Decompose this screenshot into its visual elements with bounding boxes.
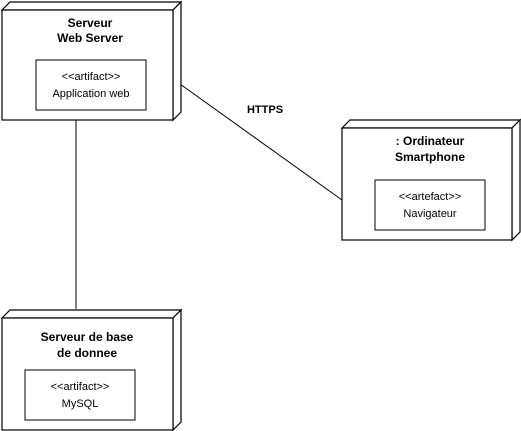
artifact-navigateur-box: [374, 179, 486, 231]
node-web-server-title-line2: Web Server: [57, 31, 123, 45]
node-db-server-title-line2: de donnee: [57, 346, 117, 360]
artifact-application-web-stereotype: <<artifact>>: [62, 71, 121, 83]
connection-web-client[interactable]: [179, 83, 343, 201]
artifact-mysql-name: MySQL: [62, 398, 99, 410]
artifact-application-web-name: Application web: [52, 88, 129, 100]
node-web-server-side: [172, 0, 182, 122]
artifact-navigateur-stereotype: <<artefact>>: [399, 191, 461, 203]
artifact-mysql-box: [24, 369, 136, 421]
node-client-title-line1: : Ordinateur: [396, 134, 465, 148]
node-client-top: [340, 119, 521, 129]
artifact-application-web[interactable]: <<artifact>> Application web: [35, 59, 147, 111]
node-db-server[interactable]: Serveur de base de donnee <<artifact>> M…: [0, 308, 183, 431]
node-client-title-line2: Smartphone: [395, 150, 465, 164]
artifact-mysql[interactable]: <<artifact>> MySQL: [24, 369, 136, 421]
node-web-server-title-line1: Serveur: [68, 16, 113, 30]
node-web-server[interactable]: Serveur Web Server <<artifact>> Applicat…: [0, 0, 183, 122]
node-web-server-top: [0, 1, 183, 11]
node-db-server-top: [0, 309, 183, 319]
node-client-side: [511, 118, 521, 242]
node-db-server-side: [172, 308, 182, 431]
connection-label-https: HTTPS: [247, 104, 283, 116]
artifact-navigateur-name: Navigateur: [403, 208, 457, 220]
node-db-server-title-line1: Serveur de base: [41, 330, 134, 344]
artifact-application-web-box: [35, 59, 147, 111]
node-client[interactable]: : Ordinateur Smartphone <<artefact>> Nav…: [340, 118, 521, 242]
artifact-navigateur[interactable]: <<artefact>> Navigateur: [374, 179, 486, 231]
artifact-mysql-stereotype: <<artifact>>: [51, 381, 110, 393]
